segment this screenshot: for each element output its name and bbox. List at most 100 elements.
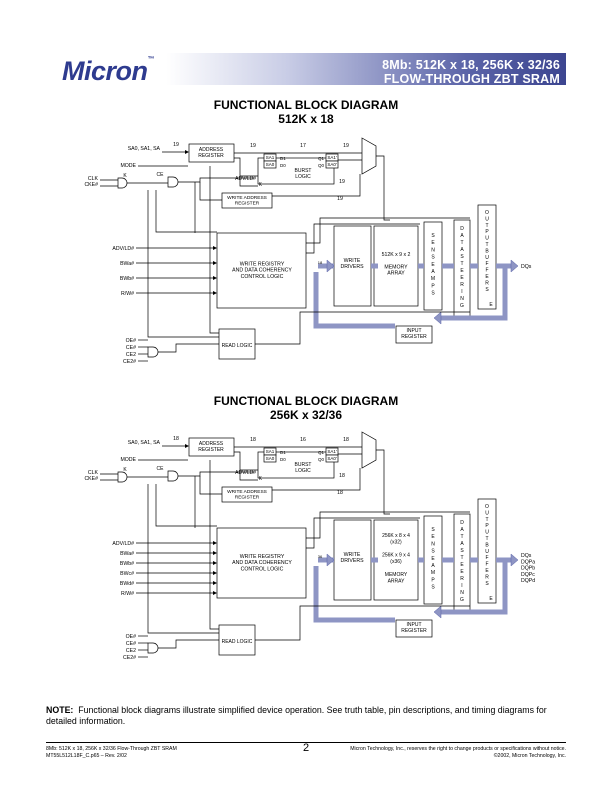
sa1-label: SA1 [266, 449, 275, 454]
bus-width-label: 36 [318, 554, 323, 559]
arrow-head [185, 150, 189, 154]
feedback-wire [209, 166, 219, 334]
sense-amps-text-char: E [431, 262, 435, 268]
doc-title-line1: 8Mb: 512K x 18, 256K x 32/36 [382, 58, 560, 72]
burst-k-label: K [259, 182, 263, 188]
write-address-register-text-line: WRITE ADDRESS [227, 489, 267, 495]
mode-pin-label: MODE [120, 457, 136, 463]
input-return-arrow [313, 272, 395, 329]
write-registry-text-line: AND DATA COHERENCY [232, 560, 292, 566]
dq-pin-label: DQs [521, 264, 532, 270]
sense-amps-text-char: N [431, 247, 435, 253]
q0-label: Q0 [318, 163, 325, 168]
oe-pin-label: CE2 [126, 352, 136, 358]
ce-out-wire [178, 471, 254, 477]
sa0p-label: SA0' [327, 456, 337, 461]
clk-and-gate [117, 177, 128, 189]
output-buffers-text-char: U [485, 549, 489, 555]
output-buffers-text-char: F [485, 562, 488, 568]
write-registry-logic [216, 232, 307, 309]
ce-to-wa [199, 182, 222, 201]
data-steering-text-char: R [460, 576, 464, 582]
mux-out-bus [376, 155, 390, 221]
oe-pin-label: CE# [126, 641, 136, 647]
bus-width-label: 19 [339, 179, 345, 185]
address-mux [361, 137, 377, 175]
oe-pin-label: CE2# [123, 655, 136, 661]
burst-logic-text-line: BURST [295, 462, 312, 468]
oe-pin-label: OE# [126, 338, 136, 344]
data-path-head [326, 553, 335, 567]
control-pin-label: R/W# [121, 591, 134, 597]
bus-width-label: 18 [173, 436, 179, 442]
data-steering-text-char: S [460, 548, 464, 554]
wr-to-sense [306, 223, 420, 254]
write-registry-text-line: WRITE REGISTRY [240, 554, 285, 560]
input-path-arrow [440, 560, 508, 615]
sense-amps-text-char: S [431, 291, 435, 297]
control-pin-label: ADV/LD# [112, 246, 134, 252]
write-drivers-text-line: DRIVERS [340, 558, 364, 564]
footer-left: 8Mb: 512K x 18, 256K x 32/36 Flow-Throug… [46, 746, 177, 759]
wr-to-sense [306, 517, 420, 549]
data-steering-text-char: R [460, 282, 464, 288]
output-buffers-text-char: U [485, 530, 489, 536]
clk-pin-label: CLK [88, 176, 99, 182]
write-address-register [221, 486, 273, 503]
write-address-register-text-line: WRITE ADDRESS [227, 195, 267, 201]
output-buffers-text-char: T [485, 242, 488, 248]
ce-label: CE [157, 466, 165, 472]
oe-to-read [158, 639, 219, 649]
memory-array-text-line: (x32) [390, 540, 402, 546]
bus-width-label: 18 [343, 437, 349, 443]
data-steering-text-char: A [460, 541, 464, 547]
adv-ld-label: ADV/LD# [235, 470, 256, 476]
output-buffers-text-char: B [485, 248, 489, 254]
address-register-text-line: ADDRESS [199, 441, 224, 447]
page-footer: 8Mb: 512K x 18, 256K x 32/36 Flow-Throug… [46, 742, 566, 759]
ce-and-gate [167, 470, 179, 482]
burst-logic-text-line: BURST [295, 168, 312, 174]
control-pin-label: R/W# [121, 291, 134, 297]
data-steering-text-char: E [460, 562, 464, 568]
data-steering-text-char: A [460, 527, 464, 533]
arrow-head [213, 246, 217, 250]
output-buffers-text-char: B [485, 542, 489, 548]
data-steering-text-char: D [460, 520, 464, 526]
mux-out-bus [376, 449, 390, 515]
page-header: Micron™ 8Mb: 512K x 18, 256K x 32/36 FLO… [46, 50, 566, 88]
arrow-head [213, 561, 217, 565]
data-steering-text-char: T [460, 555, 463, 561]
feedback-wire [209, 460, 219, 630]
address-register-text-line: REGISTER [198, 153, 224, 159]
feedback-wire [147, 484, 219, 634]
d1-label: D1 [280, 156, 286, 161]
input-path-head [433, 605, 442, 619]
write-registry-text-line: CONTROL LOGIC [241, 274, 284, 280]
data-steering-text-char: A [460, 247, 464, 253]
ce-and-gate [167, 176, 179, 188]
bus-width-label: 19 [173, 142, 179, 148]
dq-pin-label: DQPa [521, 559, 535, 565]
data-steering-text-char: N [460, 296, 464, 302]
control-pin-label: BWa# [120, 261, 134, 267]
cke-pin-label: CKE# [84, 182, 98, 188]
bus-width-label: 18 [339, 473, 345, 479]
control-pin-label: BWc# [120, 571, 134, 577]
sense-amps-text-char: S [431, 233, 435, 239]
sa0-box [263, 454, 277, 463]
output-buffers-text-char: E [485, 568, 489, 574]
read-logic-text-line: READ LOGIC [222, 639, 253, 645]
output-buffers-text-char: R [485, 280, 489, 286]
sa0p-box [325, 160, 339, 169]
memory-array-text-line: (x36) [390, 559, 402, 565]
bus-width-label: 19 [343, 143, 349, 149]
bus-width-label: 18 [318, 260, 323, 265]
input-register-text-line: REGISTER [401, 628, 427, 634]
data-steering-text-char: A [460, 233, 464, 239]
note: NOTE: Functional block diagrams illustra… [46, 705, 547, 726]
clk-pin-label: CLK [88, 470, 99, 476]
write-drivers-box [333, 225, 372, 307]
sa0p-box [325, 454, 339, 463]
bus-width-label: 18 [250, 437, 256, 443]
